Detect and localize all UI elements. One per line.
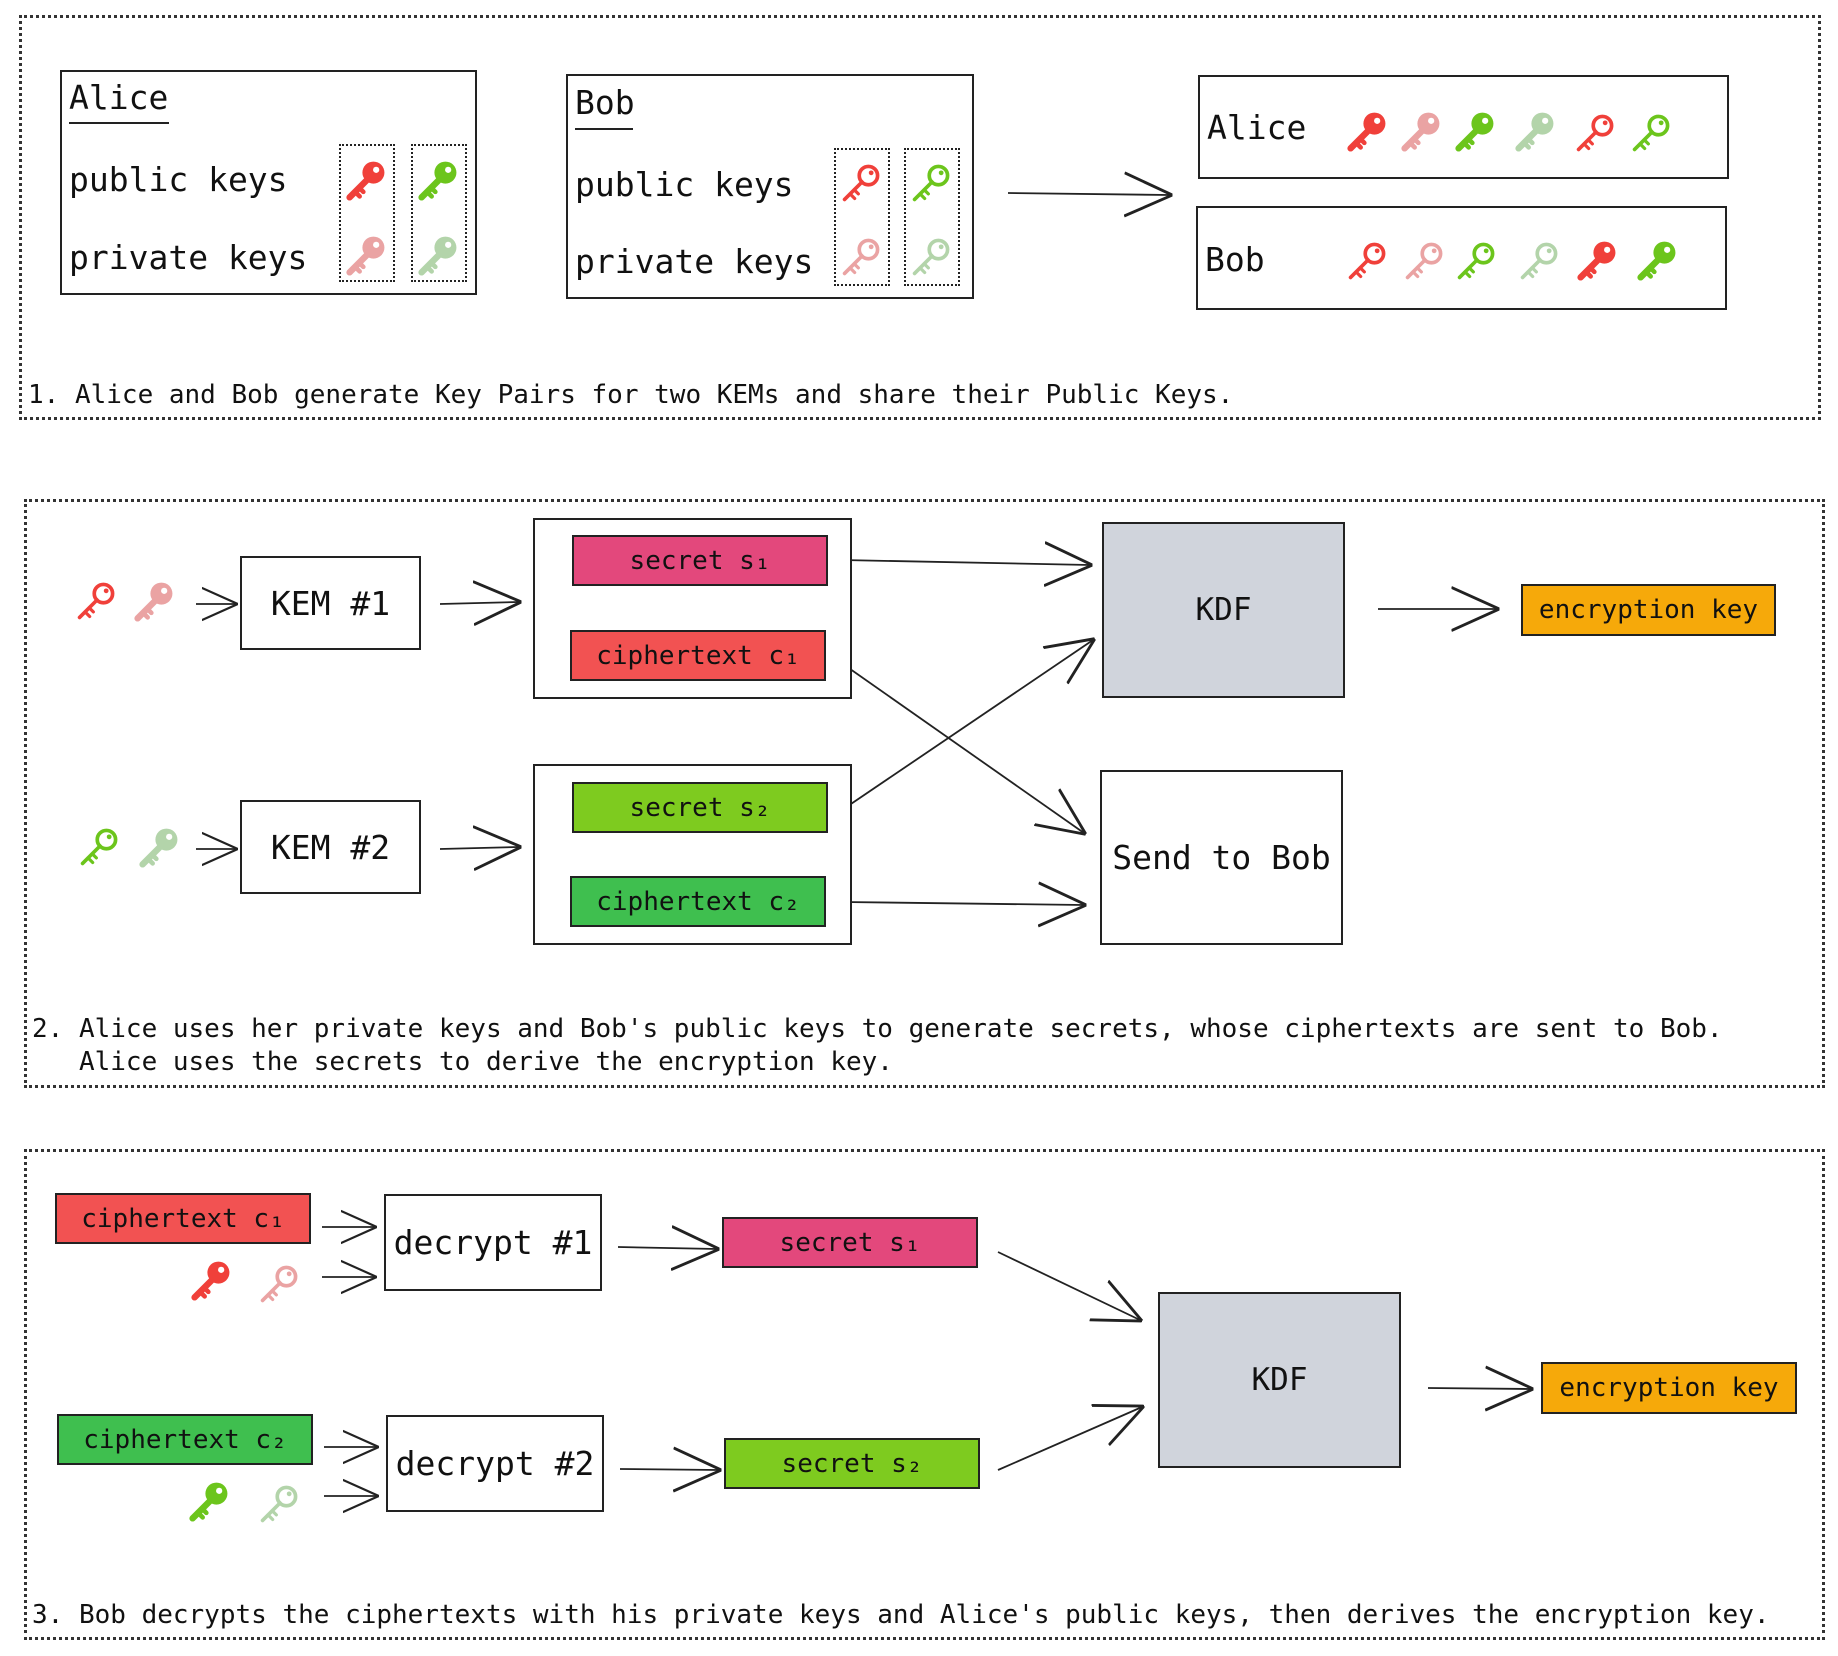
alice-card-title: Alice <box>69 78 169 117</box>
bob-own-kem1-private-key-icon <box>1403 238 1447 282</box>
bob-keyring-row <box>1196 206 1727 310</box>
step3-ciphertext-c1-tag: ciphertext c₁ <box>55 1193 311 1244</box>
step3-ciphertext-c1-label: ciphertext c₁ <box>81 1203 285 1234</box>
bob-kem2-private-key-icon <box>910 234 954 278</box>
ciphertext-c1-tag: ciphertext c₁ <box>570 630 826 681</box>
alice-kem2-keypair-group <box>411 144 467 282</box>
step2-caption-line2: Alice uses the secrets to derive the enc… <box>32 1047 893 1077</box>
bob-own-kem2-private-key-icon <box>1518 238 1562 282</box>
send-to-bob-box: Send to Bob <box>1100 770 1343 945</box>
alice-own-kem1-public-key-icon <box>1346 108 1390 152</box>
alice-own-kem2-private-key-icon <box>1514 108 1558 152</box>
bob-key-card <box>566 74 974 299</box>
ciphertext-c2-label: ciphertext c₂ <box>596 886 800 917</box>
kem2-alice-private-key-icon <box>138 824 182 868</box>
kdf-box: KDF <box>1102 522 1345 698</box>
step1-panel <box>19 15 1821 420</box>
step3-panel <box>24 1149 1825 1640</box>
decrypt1-box: decrypt #1 <box>384 1194 602 1291</box>
kem1-box: KEM #1 <box>240 556 421 650</box>
bob-kem2-keypair-group <box>904 148 960 286</box>
step3-encryption-key-tag: encryption key <box>1541 1362 1797 1414</box>
alice-received-bob-kem2-key-icon <box>1630 110 1674 154</box>
decrypt2-bob-private-key-icon <box>258 1481 302 1525</box>
encryption-key-tag: encryption key <box>1521 584 1776 636</box>
step3-caption: 3. Bob decrypts the ciphertexts with his… <box>32 1600 1770 1630</box>
bob-kem1-keypair-group <box>834 148 890 286</box>
kem1-alice-private-key-icon <box>133 578 177 622</box>
step3-kdf-label: KDF <box>1251 1362 1308 1398</box>
ciphertext-c1-label: ciphertext c₁ <box>596 640 800 671</box>
step3-secret-s1-tag: secret s₁ <box>722 1217 978 1268</box>
decrypt1-label: decrypt #1 <box>393 1223 593 1262</box>
alice-received-bob-kem1-key-icon <box>1574 110 1618 154</box>
alice-kem2-public-key-icon <box>417 157 461 201</box>
bob-keyring-label: Bob <box>1205 240 1265 279</box>
step3-secret-s2-label: secret s₂ <box>781 1448 923 1479</box>
kem2-bob-public-key-icon <box>78 824 122 868</box>
alice-key-card <box>60 70 477 295</box>
decrypt2-label: decrypt #2 <box>395 1444 595 1483</box>
bob-kem1-private-key-icon <box>840 234 884 278</box>
secret-s2-label: secret s₂ <box>629 792 771 823</box>
step2-caption-line1: 2. Alice uses her private keys and Bob's… <box>32 1014 1723 1044</box>
alice-keyring-row <box>1198 75 1729 179</box>
bob-public-keys-label: public keys <box>575 165 794 204</box>
bob-own-kem2-public-key-icon <box>1455 238 1499 282</box>
secret-s1-tag: secret s₁ <box>572 535 828 586</box>
decrypt1-bob-private-key-icon <box>258 1261 302 1305</box>
secret-s2-tag: secret s₂ <box>572 782 828 833</box>
step2-panel <box>24 499 1825 1088</box>
alice-kem2-private-key-icon <box>417 232 461 276</box>
alice-title-underline <box>69 122 169 124</box>
bob-card-title: Bob <box>575 83 635 122</box>
kem1-label: KEM #1 <box>270 583 391 623</box>
step3-encryption-key-label: encryption key <box>1559 1373 1779 1403</box>
step3-ciphertext-c2-tag: ciphertext c₂ <box>57 1414 313 1465</box>
alice-kem1-private-key-icon <box>345 232 389 276</box>
decrypt2-box: decrypt #2 <box>386 1415 604 1512</box>
kem1-bob-public-key-icon <box>75 578 119 622</box>
bob-kem1-public-key-icon <box>840 160 884 204</box>
alice-own-kem2-public-key-icon <box>1454 108 1498 152</box>
alice-public-keys-label: public keys <box>69 160 288 199</box>
send-to-bob-label: Send to Bob <box>1112 838 1331 877</box>
bob-own-kem1-public-key-icon <box>1346 238 1390 282</box>
bob-title-underline <box>575 128 633 130</box>
alice-private-keys-label: private keys <box>69 238 308 277</box>
alice-keyring-label: Alice <box>1207 108 1307 147</box>
bob-private-keys-label: private keys <box>575 242 814 281</box>
kdf-label: KDF <box>1195 592 1252 628</box>
kem2-box: KEM #2 <box>240 800 421 894</box>
decrypt1-alice-public-key-icon <box>190 1257 234 1301</box>
ciphertext-c2-tag: ciphertext c₂ <box>570 876 826 927</box>
alice-kem1-public-key-icon <box>345 157 389 201</box>
step3-ciphertext-c2-label: ciphertext c₂ <box>83 1424 287 1455</box>
step1-caption: 1. Alice and Bob generate Key Pairs for … <box>28 380 1234 410</box>
step3-secret-s2-tag: secret s₂ <box>724 1438 980 1489</box>
secret-s1-label: secret s₁ <box>629 545 771 576</box>
encryption-key-label: encryption key <box>1538 595 1759 625</box>
alice-kem1-keypair-group <box>339 144 395 282</box>
bob-kem2-public-key-icon <box>910 160 954 204</box>
bob-received-alice-kem1-key-icon <box>1576 237 1620 281</box>
step3-secret-s1-label: secret s₁ <box>779 1227 921 1258</box>
decrypt2-alice-public-key-icon <box>188 1478 232 1522</box>
alice-own-kem1-private-key-icon <box>1400 108 1444 152</box>
bob-received-alice-kem2-key-icon <box>1636 237 1680 281</box>
step3-kdf-box: KDF <box>1158 1292 1401 1468</box>
kem2-label: KEM #2 <box>270 827 391 867</box>
